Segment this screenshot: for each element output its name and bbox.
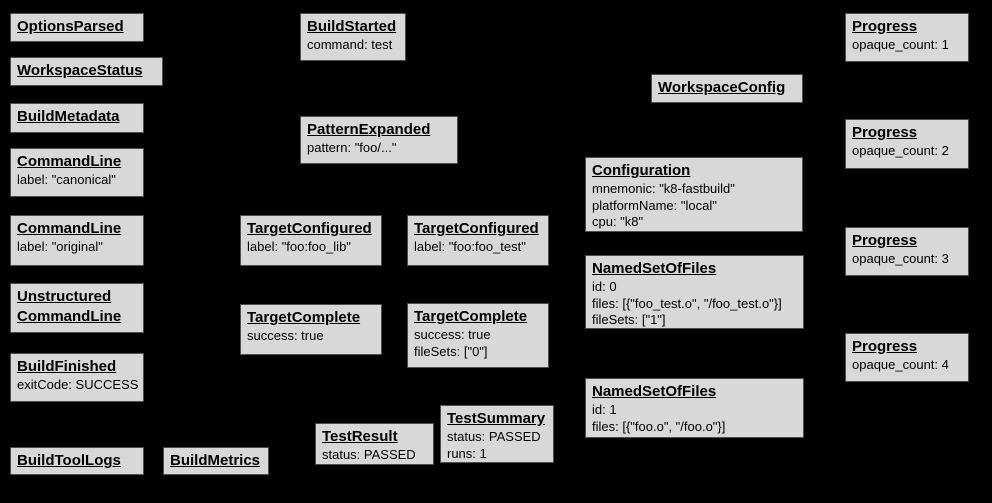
node-named-set-of-files-0: NamedSetOfFiles id: 0 files: [{"foo_test… bbox=[585, 255, 804, 329]
node-title: TestSummary bbox=[447, 410, 546, 427]
node-title: TargetConfigured bbox=[414, 220, 539, 237]
node-detail: id: 1 bbox=[592, 402, 617, 417]
node-detail: label: "canonical" bbox=[17, 172, 116, 187]
node-detail: label: "foo:foo_lib" bbox=[247, 239, 351, 254]
node-options-parsed: OptionsParsed bbox=[10, 13, 144, 42]
node-title: CommandLine bbox=[17, 153, 122, 170]
node-detail: mnemonic: "k8-fastbuild" bbox=[592, 181, 735, 196]
node-command-line-original: CommandLine label: "original" bbox=[10, 215, 144, 266]
node-title: TargetConfigured bbox=[247, 220, 372, 237]
node-title: BuildStarted bbox=[307, 18, 397, 35]
node-detail: label: "original" bbox=[17, 239, 103, 254]
node-title: TargetComplete bbox=[414, 308, 528, 325]
node-detail: command: test bbox=[307, 37, 393, 52]
node-detail: runs: 1 bbox=[447, 445, 487, 461]
node-detail: fileSets: ["0"] bbox=[414, 343, 488, 359]
node-test-summary: TestSummary status: PASSED runs: 1 bbox=[440, 405, 554, 463]
node-target-configured-foo-lib: TargetConfigured label: "foo:foo_lib" bbox=[240, 215, 382, 266]
node-title: Progress bbox=[852, 232, 918, 249]
node-detail: pattern: "foo/..." bbox=[307, 140, 397, 155]
node-progress-2: Progress opaque_count: 2 bbox=[845, 119, 969, 169]
node-build-metrics: BuildMetrics bbox=[163, 447, 269, 475]
node-build-metadata: BuildMetadata bbox=[10, 103, 144, 133]
node-progress-1: Progress opaque_count: 1 bbox=[845, 13, 969, 62]
node-build-started: BuildStarted command: test bbox=[300, 13, 406, 61]
node-build-tool-logs: BuildToolLogs bbox=[10, 447, 144, 475]
node-title: OptionsParsed bbox=[17, 18, 124, 35]
node-detail: status: PASSED bbox=[447, 429, 541, 444]
node-title: Progress bbox=[852, 124, 918, 141]
node-title: NamedSetOfFiles bbox=[592, 260, 717, 277]
node-unstructured-command-line: Unstructured CommandLine bbox=[10, 283, 144, 333]
node-title: TestResult bbox=[322, 428, 398, 445]
node-test-result: TestResult status: PASSED bbox=[315, 423, 434, 465]
node-detail: opaque_count: 2 bbox=[852, 143, 949, 158]
node-detail: files: [{"foo_test.o", "/foo_test.o"}] bbox=[592, 295, 782, 311]
node-configuration: Configuration mnemonic: "k8-fastbuild" p… bbox=[585, 157, 803, 232]
node-workspace-config: WorkspaceConfig bbox=[651, 74, 803, 103]
node-detail: id: 0 bbox=[592, 279, 617, 294]
node-title: Unstructured CommandLine bbox=[17, 288, 122, 325]
node-detail: files: [{"foo.o", "/foo.o"}] bbox=[592, 418, 726, 434]
node-progress-3: Progress opaque_count: 3 bbox=[845, 227, 969, 276]
node-title: CommandLine bbox=[17, 220, 122, 237]
node-target-complete-foo-lib: TargetComplete success: true bbox=[240, 304, 382, 355]
node-detail: fileSets: ["1"] bbox=[592, 312, 666, 327]
node-command-line-canonical: CommandLine label: "canonical" bbox=[10, 148, 144, 197]
node-detail: opaque_count: 1 bbox=[852, 37, 949, 52]
node-detail: cpu: "k8" bbox=[592, 214, 644, 229]
node-title: Configuration bbox=[592, 162, 691, 179]
node-detail: exitCode: SUCCESS bbox=[17, 377, 139, 392]
node-progress-4: Progress opaque_count: 4 bbox=[845, 333, 969, 382]
node-detail: status: PASSED bbox=[322, 447, 416, 462]
node-title: WorkspaceConfig bbox=[658, 79, 786, 96]
node-pattern-expanded: PatternExpanded pattern: "foo/..." bbox=[300, 116, 458, 164]
node-build-finished: BuildFinished exitCode: SUCCESS bbox=[10, 353, 144, 402]
node-title: Progress bbox=[852, 18, 918, 35]
node-title: WorkspaceStatus bbox=[17, 62, 143, 79]
node-target-complete-foo-test: TargetComplete success: true fileSets: [… bbox=[407, 303, 549, 368]
node-detail: success: true bbox=[414, 327, 491, 342]
node-title: BuildFinished bbox=[17, 358, 117, 375]
node-detail: success: true bbox=[247, 328, 324, 343]
node-title: NamedSetOfFiles bbox=[592, 383, 717, 400]
node-title: BuildToolLogs bbox=[17, 452, 121, 469]
node-detail: platformName: "local" bbox=[592, 197, 717, 213]
node-detail: opaque_count: 3 bbox=[852, 251, 949, 266]
node-title: Progress bbox=[852, 338, 918, 355]
node-title: TargetComplete bbox=[247, 309, 361, 326]
node-detail: opaque_count: 4 bbox=[852, 357, 949, 372]
node-title: PatternExpanded bbox=[307, 121, 431, 138]
node-title: BuildMetadata bbox=[17, 108, 120, 125]
node-named-set-of-files-1: NamedSetOfFiles id: 1 files: [{"foo.o", … bbox=[585, 378, 804, 438]
node-workspace-status: WorkspaceStatus bbox=[10, 57, 163, 86]
node-detail: label: "foo:foo_test" bbox=[414, 239, 526, 254]
node-title: BuildMetrics bbox=[170, 452, 261, 469]
node-target-configured-foo-test: TargetConfigured label: "foo:foo_test" bbox=[407, 215, 549, 266]
